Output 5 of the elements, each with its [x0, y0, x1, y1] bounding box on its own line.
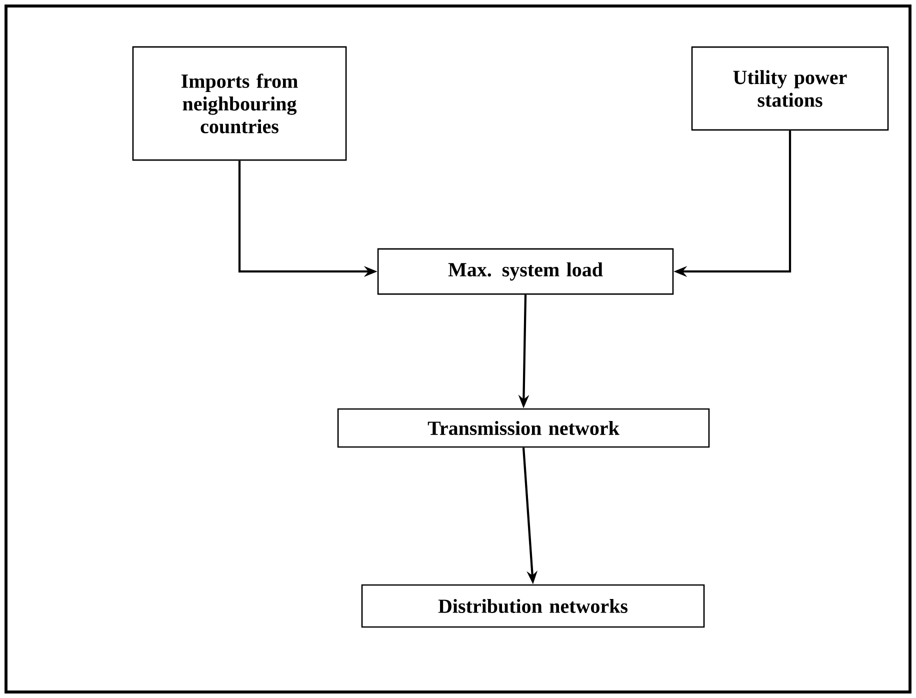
process-box: Utility power stations — [691, 46, 889, 131]
process-box: Max. system load — [377, 248, 674, 295]
process-box: Distribution networks — [361, 584, 705, 628]
process-box: Transmission network — [337, 408, 710, 448]
process-box: Imports from neighbouring countries — [132, 46, 347, 161]
